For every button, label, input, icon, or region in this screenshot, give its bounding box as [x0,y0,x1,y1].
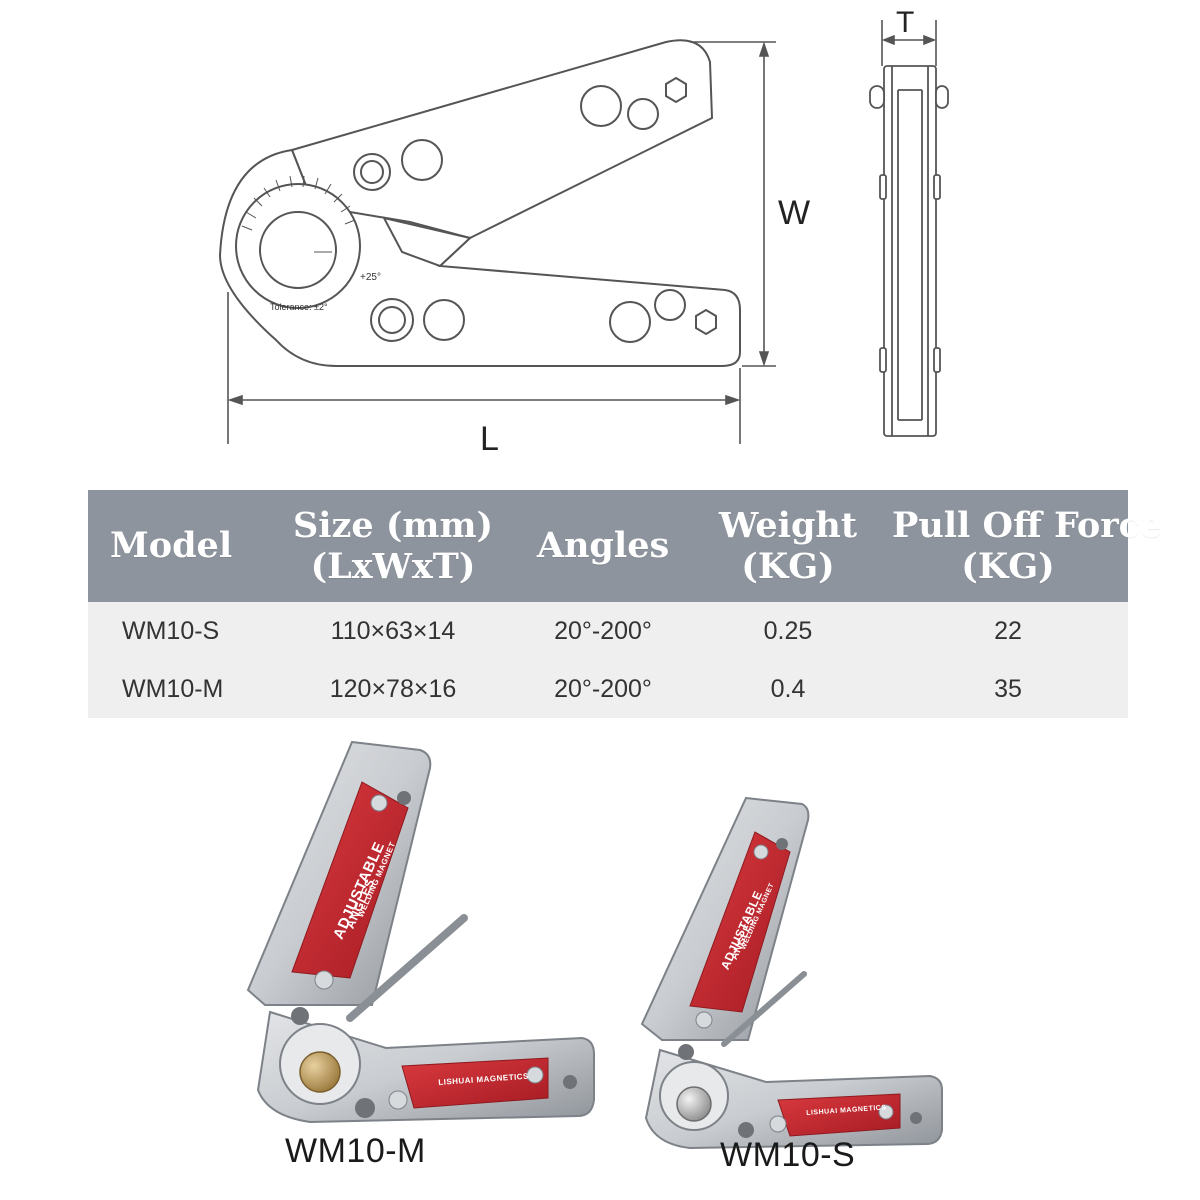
dimension-label-thickness: T [896,6,915,39]
row-weight: 0.4 [688,660,888,718]
s-silver-knob [676,1086,712,1122]
drawing-svg [218,20,949,444]
row-model: WM10-M [88,660,268,718]
m-hole-8 [563,1075,577,1089]
header-angles: Angles [518,490,688,602]
header-size-line1: Size (mm) [292,504,494,546]
s-hole-5 [738,1122,754,1138]
side-view [869,65,949,437]
upper-arm-shape [290,39,714,240]
s-hole-8 [910,1112,922,1124]
upper-hole-1-inner [360,160,384,184]
header-weight-line1: Weight [718,504,858,546]
l-arrow-left [227,394,243,406]
header-size-line2: (LxWxT) [310,546,476,587]
row-angles: 20°-200° [518,660,688,718]
caption-wm10-m: WM10-M [285,1132,426,1170]
w-arrow-bottom [758,351,770,367]
lower-hole-4 [654,289,686,321]
s-hole-1 [678,1044,694,1060]
m-hole-1 [291,1007,309,1025]
s-hole-3 [753,844,769,860]
header-pull-off-force: Pull Off Force (KG) [888,490,1163,602]
upper-hole-4 [627,98,659,130]
row-model: WM10-S [88,602,268,660]
product-illustration [246,740,943,1150]
l-arrow-right [725,394,741,406]
m-hole-6 [388,1090,408,1110]
upper-hex-hole [665,76,687,104]
spec-table: Model Size (mm) (LxWxT) Angles Weight (K… [88,490,1163,718]
m-hole-3 [370,794,388,812]
m-hole-5 [355,1098,375,1118]
s-hole-2 [695,1011,713,1029]
m-hole-2 [314,970,334,990]
t-arrow-left [881,34,895,46]
header-pull-line1: Pull Off Force [892,504,1163,546]
m-brass-knob [299,1051,341,1093]
header-weight: Weight (KG) [688,490,888,602]
s-hole-4 [776,838,788,850]
m-rod [346,914,468,1022]
s-rod [721,971,807,1047]
protractor-ticks [241,175,356,253]
header-model: Model [88,490,268,602]
lower-arm-shape [218,148,741,367]
upper-hole-2 [401,139,443,181]
header-size: Size (mm) (LxWxT) [268,490,518,602]
header-model-label: Model [110,525,233,567]
header-angles-label: Angles [536,525,670,567]
table-row: WM10-M 120×78×16 20°-200° 0.4 35 [88,660,1128,718]
row-pull-off-force: 35 [888,660,1128,718]
row-weight: 0.25 [688,602,888,660]
protractor-center-hole [259,211,337,289]
magnet-wm10-s [640,796,943,1150]
m-lower-red-label [401,1057,549,1109]
lower-hex-hole [695,308,717,336]
row-size: 120×78×16 [268,660,518,718]
magnet-wm10-m [246,740,595,1124]
dimension-label-width: W [778,194,811,232]
notch-shape [382,216,473,268]
row-size: 110×63×14 [268,602,518,660]
protractor-angle-mark: +25° [360,272,381,283]
header-pull-line2: (KG) [961,546,1055,587]
lower-hole-1-inner [378,306,406,334]
protractor-tolerance: Tolerance: ±2° [270,302,328,312]
s-hole-7 [878,1104,894,1120]
row-pull-off-force: 22 [888,602,1128,660]
table-row: WM10-S 110×63×14 20°-200° 0.25 22 [88,602,1128,660]
w-arrow-top [758,41,770,57]
m-hole-4 [397,791,411,805]
t-arrow-right [923,34,937,46]
s-hole-6 [769,1115,787,1133]
lower-hole-2 [423,299,465,341]
dimension-label-length: L [480,420,499,458]
m-upright-red-label [291,781,409,979]
product-photo-area: ADJUSTABLE ANGLES WELDING MAGNET LISHUAI… [0,720,1200,1200]
upper-hole-3 [580,85,622,127]
caption-wm10-s: WM10-S [720,1136,856,1174]
spec-header-row: Model Size (mm) (LxWxT) Angles Weight (K… [88,490,1163,602]
technical-drawing: L W T +25° Tolerance: ±2° [0,0,1200,470]
m-hole-7 [526,1066,544,1084]
row-angles: 20°-200° [518,602,688,660]
header-weight-line2: (KG) [741,546,835,587]
lower-hole-3 [609,301,651,343]
